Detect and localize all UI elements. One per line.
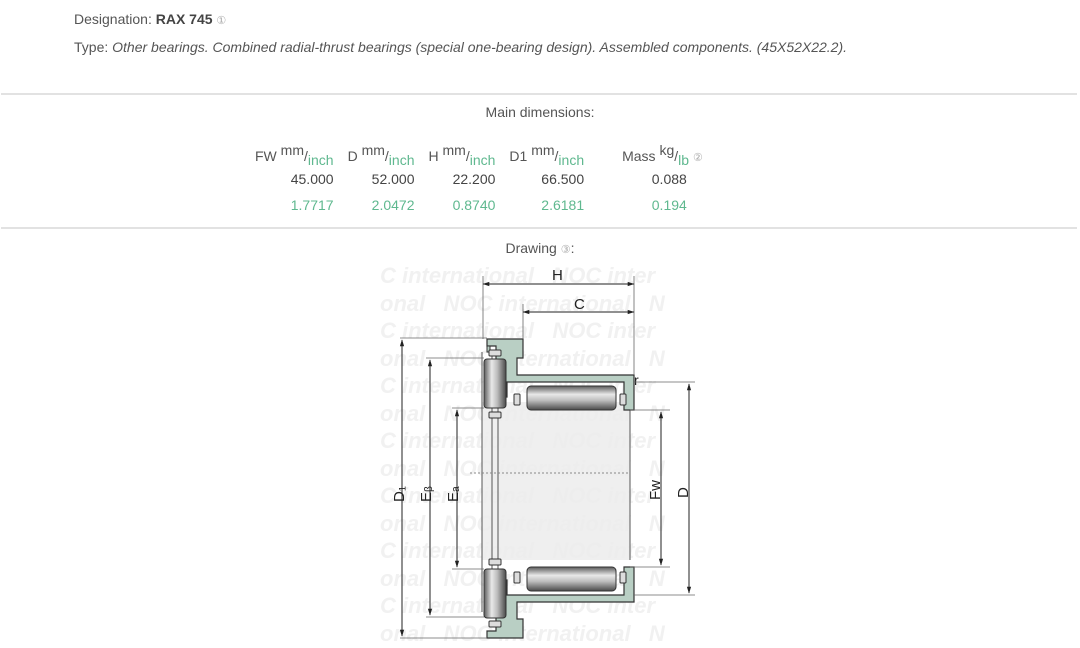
- label-h: H: [552, 267, 563, 284]
- label-fw: Fw: [647, 480, 664, 500]
- header-d: D mm/inch: [347, 142, 415, 168]
- value-d-mm: 52.000: [371, 171, 415, 187]
- value-h-mm: 22.200: [452, 171, 496, 187]
- value-mass-kg: 0.088: [651, 171, 687, 187]
- value-d1-inch: 2.6181: [541, 197, 585, 213]
- type-line: Type: Other bearings. Combined radial-th…: [74, 39, 874, 55]
- divider: [1, 93, 1077, 95]
- value-fw-inch: 1.7717: [290, 197, 334, 213]
- footnote-2-icon[interactable]: ②: [692, 152, 703, 164]
- value-fw-mm: 45.000: [290, 171, 334, 187]
- footnote-3-icon[interactable]: ③: [560, 244, 571, 256]
- bearing-drawing: C international NOC inter onal NOC inter…: [380, 262, 700, 648]
- dimension-header-row: FW mm/inch D mm/inch H mm/inch D1 mm/inc…: [255, 136, 703, 168]
- footnote-1-icon[interactable]: ①: [216, 15, 227, 27]
- header-fw: FW mm/inch: [255, 142, 334, 168]
- label-ea: Eₐ: [445, 486, 462, 502]
- header-h: H mm/inch: [428, 142, 496, 168]
- designation-line: Designation: RAX 745 ①: [74, 11, 226, 27]
- label-eb: Eᵦ: [418, 486, 435, 502]
- label-c: C: [574, 296, 585, 313]
- bearing-cross-section: H C r D₁ Eᵦ Eₐ Fw D: [391, 267, 695, 639]
- label-d: D: [675, 487, 692, 498]
- type-value: Other bearings. Combined radial-thrust b…: [112, 39, 848, 55]
- designation-value: RAX 745: [155, 11, 213, 27]
- value-d1-mm: 66.500: [541, 171, 585, 187]
- dimension-row-inch: 1.7717 2.0472 0.8740 2.6181 0.194: [255, 192, 703, 218]
- value-h-inch: 0.8740: [452, 197, 496, 213]
- value-mass-lb: 0.194: [651, 197, 687, 213]
- header-mass: Mass kg/lb ②: [622, 142, 703, 168]
- label-r: r: [634, 372, 639, 388]
- designation-label: Designation:: [74, 11, 152, 27]
- value-d-inch: 2.0472: [371, 197, 415, 213]
- divider: [1, 227, 1077, 229]
- header-d1: D1 mm/inch: [509, 142, 585, 168]
- main-dimensions-table: FW mm/inch D mm/inch H mm/inch D1 mm/inc…: [255, 136, 703, 218]
- label-d1: D₁: [391, 486, 408, 502]
- dimension-row-mm: 45.000 52.000 22.200 66.500 0.088: [255, 166, 703, 192]
- type-label: Type:: [74, 39, 109, 55]
- drawing-title: Drawing ③:: [505, 240, 575, 256]
- main-dimensions-title: Main dimensions:: [485, 104, 595, 120]
